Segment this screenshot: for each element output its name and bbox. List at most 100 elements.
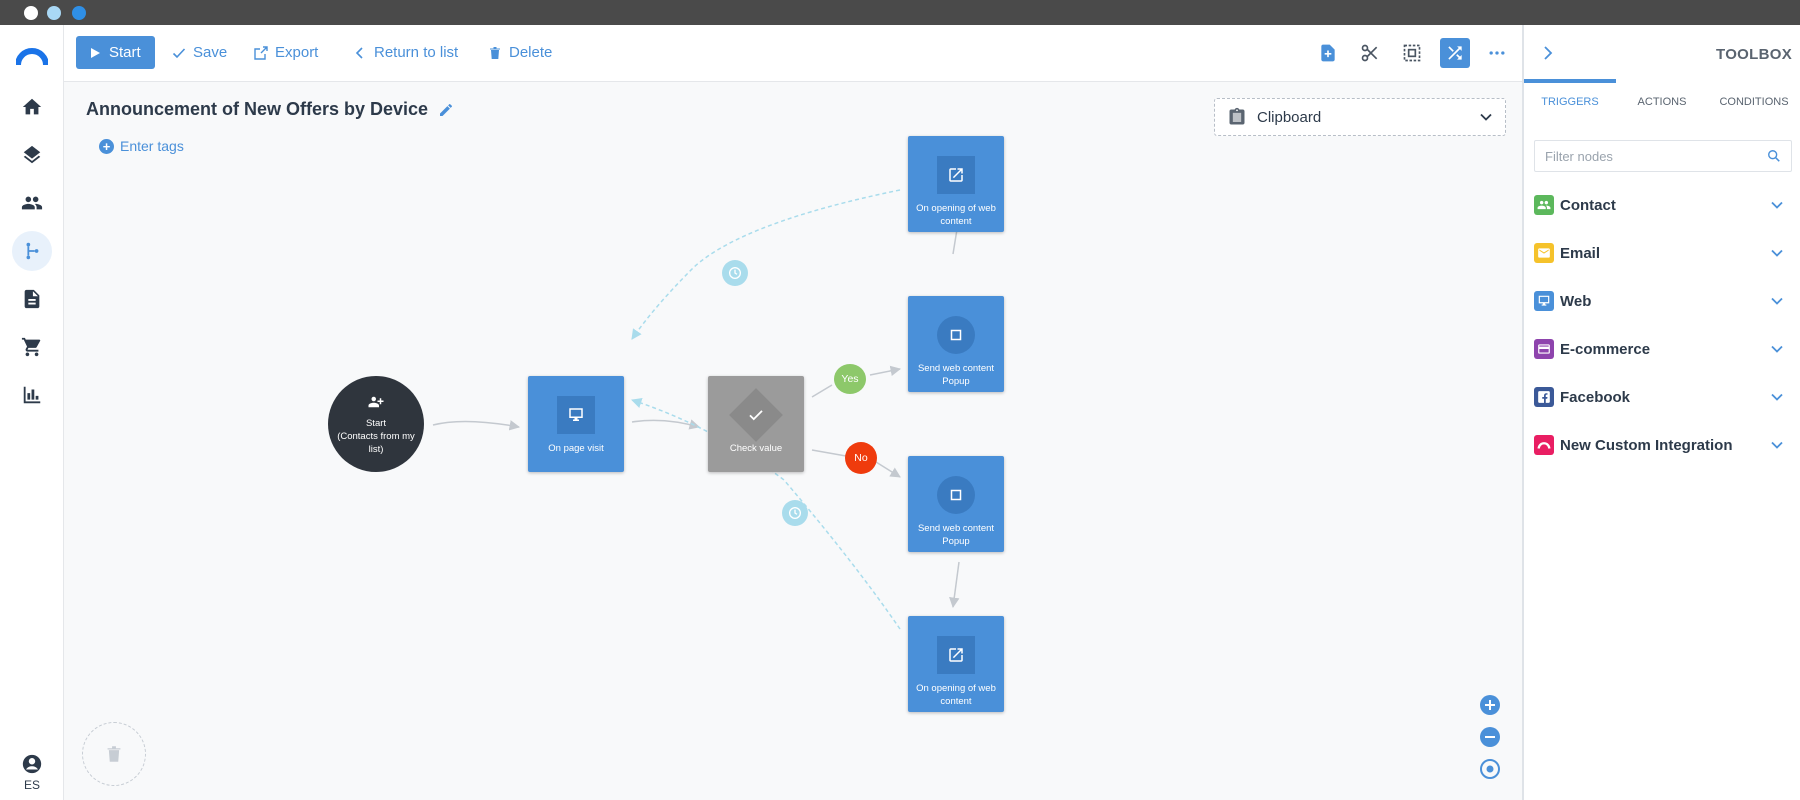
zoom-in-button[interactable]	[1479, 694, 1501, 716]
auto-layout-tool[interactable]	[1440, 38, 1470, 68]
nav-home[interactable]	[12, 87, 52, 127]
select-tool[interactable]	[1397, 38, 1427, 68]
return-to-list-button[interactable]: Return to list	[353, 36, 458, 69]
toolbox-title: TOOLBOX	[1716, 46, 1792, 63]
more-tool[interactable]	[1482, 38, 1512, 68]
window-close-dot[interactable]	[24, 6, 38, 20]
user-menu[interactable]: ES	[16, 753, 48, 792]
people-icon	[1534, 195, 1554, 215]
category-ecommerce[interactable]: E-commerce	[1534, 334, 1792, 364]
node-send-popup-bottom[interactable]: Send web content Popup	[908, 456, 1004, 552]
popup-square-icon	[950, 329, 962, 341]
tab-actions[interactable]: ACTIONS	[1637, 96, 1687, 108]
cart-icon	[21, 337, 41, 357]
user-locale: ES	[23, 778, 40, 792]
chevron-down-icon	[1771, 297, 1783, 305]
trash-drop-zone[interactable]	[82, 722, 146, 786]
node-check-value[interactable]: Check value	[708, 376, 804, 472]
timer-bottom[interactable]	[782, 500, 808, 526]
edge-open-bottom-back	[631, 397, 901, 630]
clock-icon	[729, 267, 741, 279]
editor-toolbar: Start Save Export Return to list Delete	[64, 25, 1522, 82]
center-view-button[interactable]	[1479, 758, 1501, 780]
open-external-icon	[949, 168, 963, 182]
document-icon	[24, 289, 40, 309]
cut-icon	[1361, 44, 1378, 62]
add-node-tool[interactable]	[1313, 38, 1343, 68]
people-icon	[21, 196, 43, 210]
delete-button[interactable]: Delete	[488, 36, 552, 69]
chevron-right-icon[interactable]	[1540, 45, 1556, 61]
category-email[interactable]: Email	[1534, 238, 1792, 268]
window-titlebar	[0, 0, 1800, 25]
window-maximize-dot[interactable]	[72, 6, 86, 20]
chevron-down-icon	[1771, 249, 1783, 257]
edge-page-visit-to-check	[631, 419, 701, 430]
clipboard-dropdown[interactable]: Clipboard	[1214, 98, 1506, 136]
tab-conditions[interactable]: CONDITIONS	[1719, 96, 1789, 108]
nav-documents[interactable]	[12, 279, 52, 319]
node-icon-box	[937, 316, 975, 354]
chevron-down-icon	[1771, 201, 1783, 209]
node-send-popup-top[interactable]: Send web content Popup	[908, 296, 1004, 392]
clipboard-icon	[1229, 107, 1245, 125]
edge-check-to-no	[811, 449, 847, 457]
left-nav: ES	[0, 25, 64, 800]
play-icon	[91, 47, 100, 58]
monitor-icon	[569, 408, 583, 421]
toolbox-panel: TOOLBOX TRIGGERS ACTIONS CONDITIONS Cont…	[1522, 25, 1800, 800]
start-node[interactable]: Start (Contacts from my list)	[328, 376, 424, 472]
add-user-icon	[368, 396, 384, 407]
node-page-visit[interactable]: On page visit	[528, 376, 624, 472]
edge-no-to-popup-bottom	[875, 461, 901, 478]
edge-open-top-back	[631, 189, 901, 340]
integration-icon	[1534, 435, 1554, 455]
nav-workflows[interactable]	[12, 231, 52, 271]
filter-nodes-field	[1534, 140, 1792, 172]
nav-reports[interactable]	[12, 375, 52, 415]
node-web-open-top[interactable]: On opening of web content	[908, 136, 1004, 232]
envelope-icon	[1534, 243, 1554, 263]
shuffle-icon	[1448, 46, 1462, 60]
bar-chart-icon	[23, 386, 41, 404]
category-custom-integration[interactable]: New Custom Integration	[1534, 430, 1792, 460]
edge-start-to-page-visit	[432, 420, 521, 431]
minus-circle-icon	[1480, 727, 1500, 747]
plus-circle-icon: +	[99, 138, 114, 154]
edge-check-to-yes	[811, 384, 833, 398]
start-button[interactable]: Start	[76, 36, 155, 69]
save-button[interactable]: Save	[172, 36, 227, 69]
node-icon-box	[937, 636, 975, 674]
filter-nodes-input[interactable]	[1545, 148, 1745, 164]
workflow-connections	[432, 189, 963, 630]
enter-tags-link[interactable]: + Enter tags	[99, 138, 184, 154]
home-icon	[22, 98, 42, 115]
category-contact[interactable]: Contact	[1534, 190, 1792, 220]
add-node-icon	[1321, 44, 1335, 62]
node-icon-box	[937, 156, 975, 194]
tab-triggers[interactable]: TRIGGERS	[1524, 79, 1616, 125]
cut-tool[interactable]	[1355, 38, 1385, 68]
zoom-out-button[interactable]	[1479, 726, 1501, 748]
chevron-down-icon	[1480, 113, 1492, 121]
toolbox-tabs: TRIGGERS ACTIONS CONDITIONS	[1524, 79, 1800, 125]
chevron-down-icon	[1771, 393, 1783, 401]
nav-contacts[interactable]	[12, 183, 52, 223]
category-facebook[interactable]: Facebook	[1534, 382, 1792, 412]
nav-shop[interactable]	[12, 327, 52, 367]
category-web[interactable]: Web	[1534, 286, 1792, 316]
check-icon	[749, 410, 763, 421]
workflow-canvas[interactable]: Announcement of New Offers by Device + E…	[64, 82, 1522, 800]
window-minimize-dot[interactable]	[47, 6, 61, 20]
trash-icon	[107, 746, 121, 762]
export-icon	[254, 45, 268, 60]
chevron-left-icon	[355, 46, 363, 59]
app-logo-icon[interactable]	[16, 45, 48, 67]
plus-circle-icon	[1480, 695, 1500, 715]
node-web-open-bottom[interactable]: On opening of web content	[908, 616, 1004, 712]
timer-top[interactable]	[722, 260, 748, 286]
export-button[interactable]: Export	[254, 36, 318, 69]
open-external-icon	[949, 648, 963, 662]
edit-pencil-icon[interactable]	[438, 102, 454, 118]
nav-layers[interactable]	[12, 135, 52, 175]
